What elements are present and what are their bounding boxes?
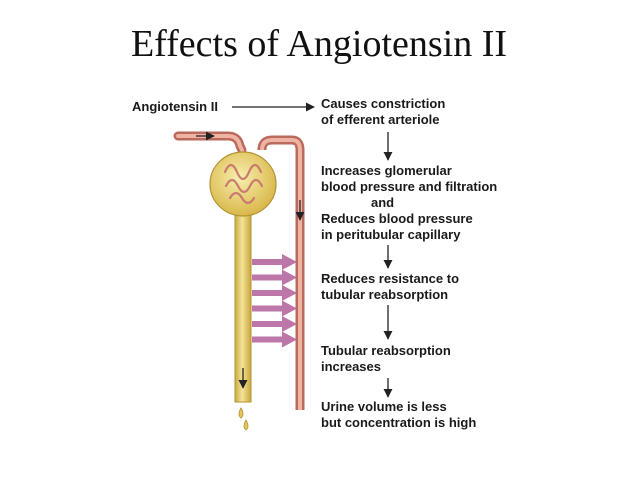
reabsorption-arrow	[252, 331, 297, 348]
step-1-text: Causes constriction of efferent arteriol…	[321, 96, 446, 127]
glomerulus	[209, 151, 277, 217]
reabsorption-arrow	[252, 269, 297, 286]
renal-tubule	[234, 209, 252, 403]
reabsorption-arrows	[252, 254, 297, 348]
urine-droplets	[238, 407, 249, 431]
slide-title: Effects of Angiotensin II	[130, 23, 508, 65]
step-3-text: Reduces resistance to tubular reabsorpti…	[321, 271, 460, 302]
reabsorption-arrow	[252, 316, 297, 332]
reabsorption-arrow	[252, 300, 297, 317]
reabsorption-arrow	[252, 285, 297, 301]
step-4-text: Tubular reabsorption increases	[321, 343, 451, 374]
step-2-text: Increases glomerular blood pressure and …	[321, 163, 498, 242]
step-5-text: Urine volume is less but concentration i…	[321, 399, 477, 430]
reabsorption-arrow	[252, 254, 297, 270]
afferent-arteriole	[173, 131, 247, 155]
efferent-arteriole	[257, 135, 305, 410]
angiotensin-label: Angiotensin II	[132, 99, 218, 114]
